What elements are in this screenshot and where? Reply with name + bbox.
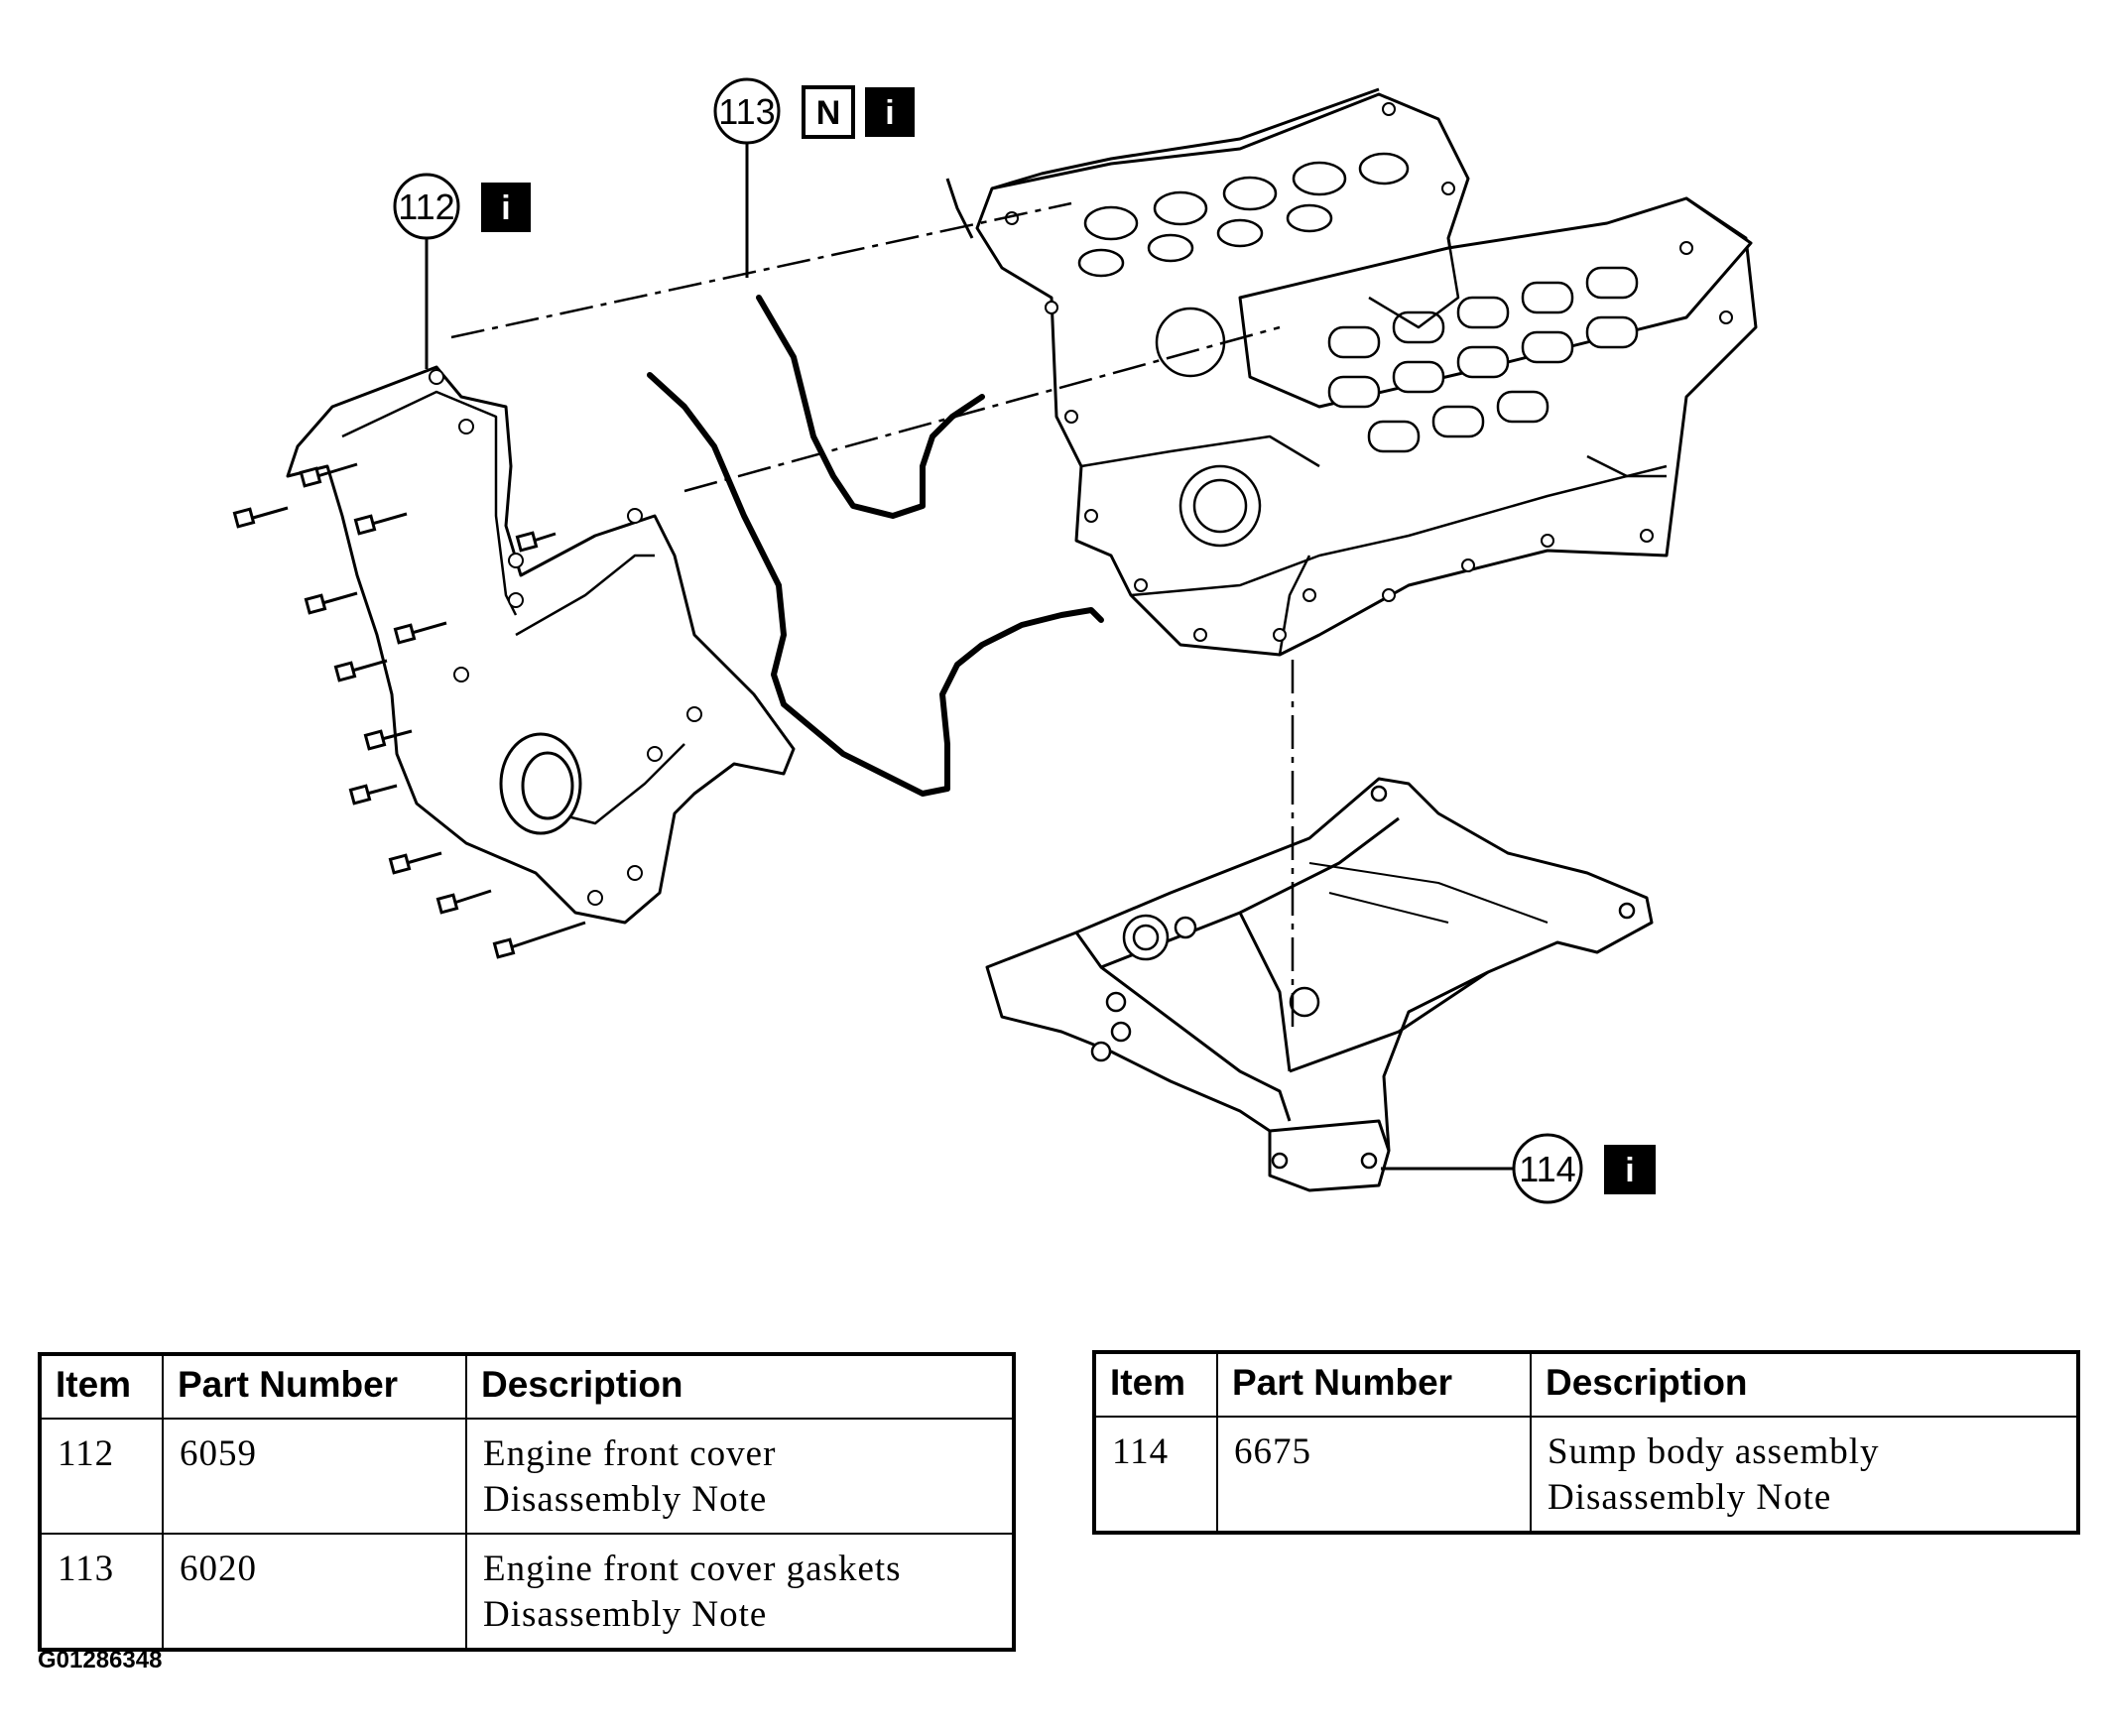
alignment-lines [450,201,1295,1032]
description-cell: Engine front cover gaskets Disassembly N… [465,1533,1015,1651]
engine-front-cover-illustration [286,365,796,925]
info-icon [481,183,531,232]
description-line: Sump body assembly [1548,1431,1880,1472]
table-row: 112 6059 Engine front cover Disassembly … [39,1418,1015,1535]
figure-id: G01286348 [38,1647,163,1674]
info-icon [1604,1145,1656,1194]
info-icon-glyph: i [1625,1152,1634,1189]
disassembly-note-link[interactable]: Disassembly Note [1548,1477,1832,1518]
item-cell: 112 [39,1418,164,1535]
column-header-part-number: Part Number [162,1353,467,1420]
description-line: Engine front cover [483,1433,777,1474]
description-cell: Engine front cover Disassembly Note [465,1418,1015,1535]
front-cover-gaskets [647,295,1104,797]
column-header-item: Item [39,1353,164,1420]
description-cell: Sump body assembly Disassembly Note [1530,1416,2079,1534]
new-part-icon [802,85,855,139]
callout-112-number: 112 [398,186,454,227]
info-icon [865,87,915,137]
info-icon-glyph: i [885,94,894,132]
parts-table-left: Item Part Number Description 112 6059 En… [38,1352,1016,1652]
engine-block-illustration [945,87,1758,657]
part-number-cell: 6675 [1216,1416,1532,1534]
sump-body-illustration [985,777,1654,1192]
table-header-row: Item Part Number Description [39,1353,1015,1420]
disassembly-note-link[interactable]: Disassembly Note [483,1479,768,1520]
parts-table-right: Item Part Number Description 114 6675 Su… [1092,1350,2080,1535]
column-header-description: Description [1530,1351,2079,1418]
info-icon-glyph: i [501,189,510,227]
callout-112: 112 i [393,173,531,369]
callout-114: 114 i [1381,1133,1656,1204]
disassembly-note-link[interactable]: Disassembly Note [483,1594,768,1635]
description-line: Engine front cover gaskets [483,1549,902,1589]
column-header-item: Item [1093,1351,1218,1418]
item-cell: 114 [1093,1416,1218,1534]
front-cover-bolts [232,462,586,959]
part-number-cell: 6059 [162,1418,467,1535]
column-header-part-number: Part Number [1216,1351,1532,1418]
column-header-description: Description [465,1353,1015,1420]
callout-113-number: 113 [718,91,775,132]
new-part-icon-glyph: N [816,94,841,132]
table-header-row: Item Part Number Description [1093,1351,2079,1418]
part-number-cell: 6020 [162,1533,467,1651]
item-cell: 113 [39,1533,164,1651]
callout-114-number: 114 [1519,1149,1575,1189]
table-row: 114 6675 Sump body assembly Disassembly … [1093,1416,2079,1534]
table-row: 113 6020 Engine front cover gaskets Disa… [39,1533,1015,1651]
callout-113: 113 N i [713,77,915,278]
